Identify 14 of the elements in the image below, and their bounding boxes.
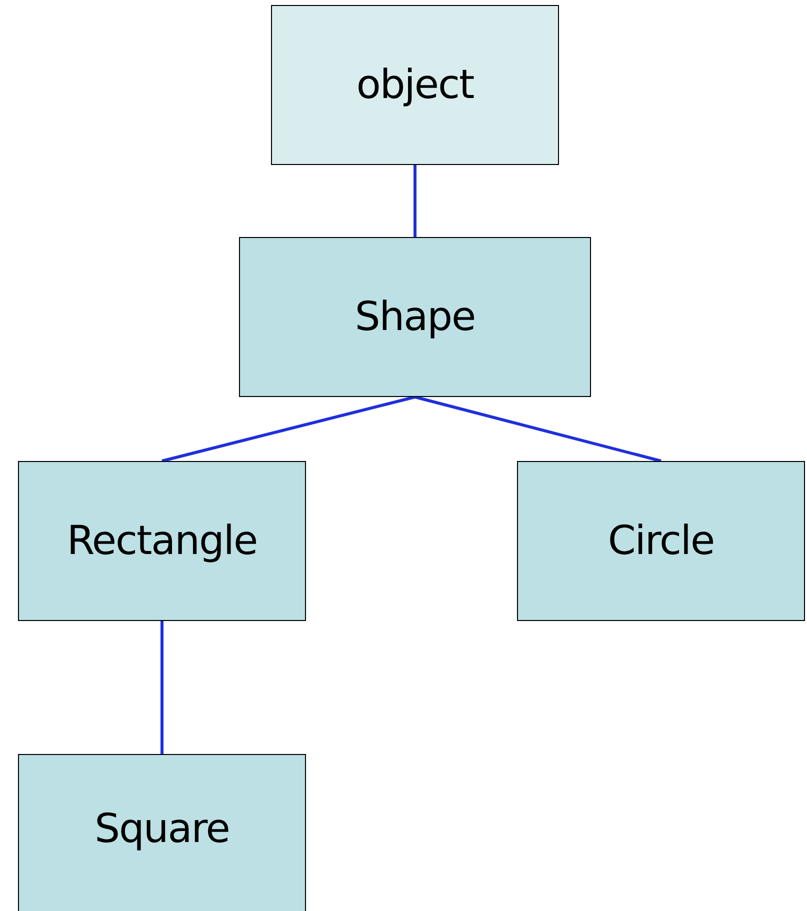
connector-line (414, 165, 416, 237)
class-box (18, 461, 306, 621)
class-box (271, 5, 559, 165)
class-name: object (356, 62, 474, 108)
connector-line (414, 396, 662, 462)
class-box (239, 237, 591, 397)
class-box (517, 461, 805, 621)
connector-line (160, 621, 164, 754)
class-box (18, 754, 306, 911)
class-name: Square (94, 806, 230, 852)
class-name: Circle (608, 518, 714, 564)
class-name: Rectangle (66, 518, 258, 564)
connector-line (162, 396, 416, 462)
class-name: Shape (354, 294, 476, 340)
